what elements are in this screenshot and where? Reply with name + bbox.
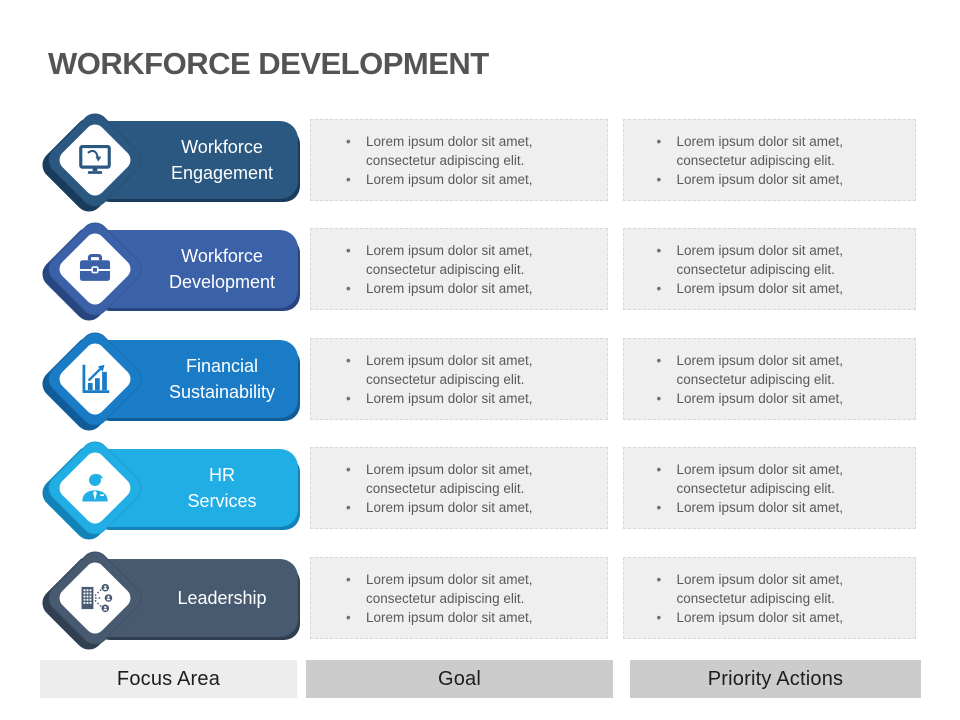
monitor-cursor-icon [76, 141, 114, 179]
businessman-icon [76, 469, 114, 507]
bullet-item: • Lorem ipsum dolor sit amet,consectetur… [656, 571, 844, 606]
focus-area-badge [36, 215, 149, 327]
bullet-item: • Lorem ipsum dolor sit amet, [346, 171, 533, 187]
bullet-dot: • [346, 171, 351, 187]
goal-box: • Lorem ipsum dolor sit amet,consectetur… [310, 338, 608, 420]
column-header-focus-area: Focus Area [40, 660, 297, 698]
bullet-item: • Lorem ipsum dolor sit amet, [656, 499, 844, 515]
bullet-dot: • [656, 390, 662, 406]
label-line-1: Financial [185, 356, 259, 376]
priority-actions-box: • Lorem ipsum dolor sit amet,consectetur… [623, 557, 916, 639]
bullet-list: • Lorem ipsum dolor sit amet,consectetur… [346, 351, 572, 408]
goal-box: • Lorem ipsum dolor sit amet,consectetur… [310, 557, 608, 639]
label-line-2: Sustainability [168, 382, 276, 402]
bullet-list: • Lorem ipsum dolor sit amet,consectetur… [657, 132, 883, 189]
bar-chart-growth-icon [76, 360, 114, 398]
bullet-list: • Lorem ipsum dolor sit amet,consectetur… [657, 241, 883, 298]
focus-area-label: Financial Sustainability [169, 353, 275, 405]
row-leadership: Leadership • Lorem ipsum dolor sit amet,… [0, 545, 960, 656]
label-line-2: Development [168, 272, 276, 292]
bullet-list: • Lorem ipsum dolor sit amet,consectetur… [346, 460, 572, 517]
priority-actions-box: • Lorem ipsum dolor sit amet,consectetur… [623, 119, 916, 201]
row-hr-services: HR Services • Lorem ipsum dolor sit amet… [0, 435, 960, 546]
building-network-icon [76, 579, 114, 617]
bullet-item: • Lorem ipsum dolor sit amet,consectetur… [656, 133, 844, 168]
goal-box: • Lorem ipsum dolor sit amet,consectetur… [310, 447, 608, 529]
label-line-1: HR [209, 465, 235, 485]
bullet-dot: • [346, 352, 351, 368]
bullet-dot: • [346, 461, 351, 477]
bullet-item: • Lorem ipsum dolor sit amet,consectetur… [346, 133, 533, 168]
focus-area-badge [36, 325, 149, 437]
label-line-2: Services [187, 491, 257, 511]
focus-area-label: HR Services [187, 462, 256, 514]
bullet-item: • Lorem ipsum dolor sit amet, [346, 280, 533, 296]
focus-area-badge [36, 106, 149, 218]
label-line-1: Workforce [181, 246, 263, 266]
row-workforce-development: Workforce Development • Lorem ipsum dolo… [0, 216, 960, 327]
bullet-list: • Lorem ipsum dolor sit amet,consectetur… [346, 241, 572, 298]
priority-actions-box: • Lorem ipsum dolor sit amet,consectetur… [623, 338, 916, 420]
row-workforce-engagement: Workforce Engagement • Lorem ipsum dolor… [0, 107, 960, 218]
bullet-item: • Lorem ipsum dolor sit amet,consectetur… [656, 242, 844, 277]
bullet-item: • Lorem ipsum dolor sit amet, [346, 390, 533, 406]
bullet-dot: • [656, 571, 662, 587]
bullet-item: • Lorem ipsum dolor sit amet,consectetur… [656, 461, 844, 496]
bullet-dot: • [656, 242, 662, 258]
bullet-item: • Lorem ipsum dolor sit amet,consectetur… [346, 242, 533, 277]
column-header-goal: Goal [306, 660, 613, 698]
bullet-dot: • [656, 280, 662, 296]
bullet-list: • Lorem ipsum dolor sit amet,consectetur… [657, 351, 883, 408]
bullet-dot: • [346, 242, 351, 258]
bullet-dot: • [656, 133, 662, 149]
label-line-2: Engagement [170, 163, 274, 183]
goal-box: • Lorem ipsum dolor sit amet,consectetur… [310, 228, 608, 310]
bullet-dot: • [656, 609, 662, 625]
bullet-list: • Lorem ipsum dolor sit amet,consectetur… [346, 570, 572, 627]
bullet-dot: • [346, 571, 351, 587]
focus-area-pill: Financial Sustainability [88, 340, 298, 418]
bullet-item: • Lorem ipsum dolor sit amet,consectetur… [656, 352, 844, 387]
bullet-dot: • [656, 499, 662, 515]
bullet-item: • Lorem ipsum dolor sit amet, [656, 390, 844, 406]
bullet-dot: • [656, 461, 662, 477]
priority-actions-box: • Lorem ipsum dolor sit amet,consectetur… [623, 447, 916, 529]
bullet-dot: • [346, 390, 351, 406]
focus-area-badge [36, 434, 149, 546]
bullet-list: • Lorem ipsum dolor sit amet,consectetur… [657, 460, 883, 517]
bullet-list: • Lorem ipsum dolor sit amet,consectetur… [657, 570, 883, 627]
label-line-1: Workforce [181, 137, 263, 157]
bullet-item: • Lorem ipsum dolor sit amet, [656, 280, 844, 296]
bullet-item: • Lorem ipsum dolor sit amet, [346, 499, 533, 515]
bullet-item: • Lorem ipsum dolor sit amet, [656, 171, 844, 187]
briefcase-icon [76, 250, 114, 288]
focus-area-label: Workforce Engagement [171, 134, 273, 186]
goal-box: • Lorem ipsum dolor sit amet,consectetur… [310, 119, 608, 201]
bullet-item: • Lorem ipsum dolor sit amet,consectetur… [346, 571, 533, 606]
bullet-item: • Lorem ipsum dolor sit amet,consectetur… [346, 461, 533, 496]
bullet-item: • Lorem ipsum dolor sit amet, [346, 609, 533, 625]
bullet-item: • Lorem ipsum dolor sit amet,consectetur… [346, 352, 533, 387]
bullet-dot: • [346, 499, 351, 515]
row-financial-sustainability: Financial Sustainability • Lorem ipsum d… [0, 326, 960, 437]
bullet-dot: • [346, 133, 351, 149]
bullet-dot: • [656, 171, 662, 187]
focus-area-label: Workforce Development [169, 243, 275, 295]
page-title: WORKFORCE DEVELOPMENT [48, 46, 489, 81]
bullet-item: • Lorem ipsum dolor sit amet, [656, 609, 844, 625]
label-line-1: Leadership [177, 588, 267, 608]
bullet-list: • Lorem ipsum dolor sit amet,consectetur… [346, 132, 572, 189]
bullet-dot: • [346, 280, 351, 296]
column-header-priority-actions: Priority Actions [630, 660, 921, 698]
priority-actions-box: • Lorem ipsum dolor sit amet,consectetur… [623, 228, 916, 310]
focus-area-label: Leadership [177, 585, 266, 611]
bullet-dot: • [346, 609, 351, 625]
focus-area-badge [36, 544, 149, 656]
bullet-dot: • [656, 352, 662, 368]
